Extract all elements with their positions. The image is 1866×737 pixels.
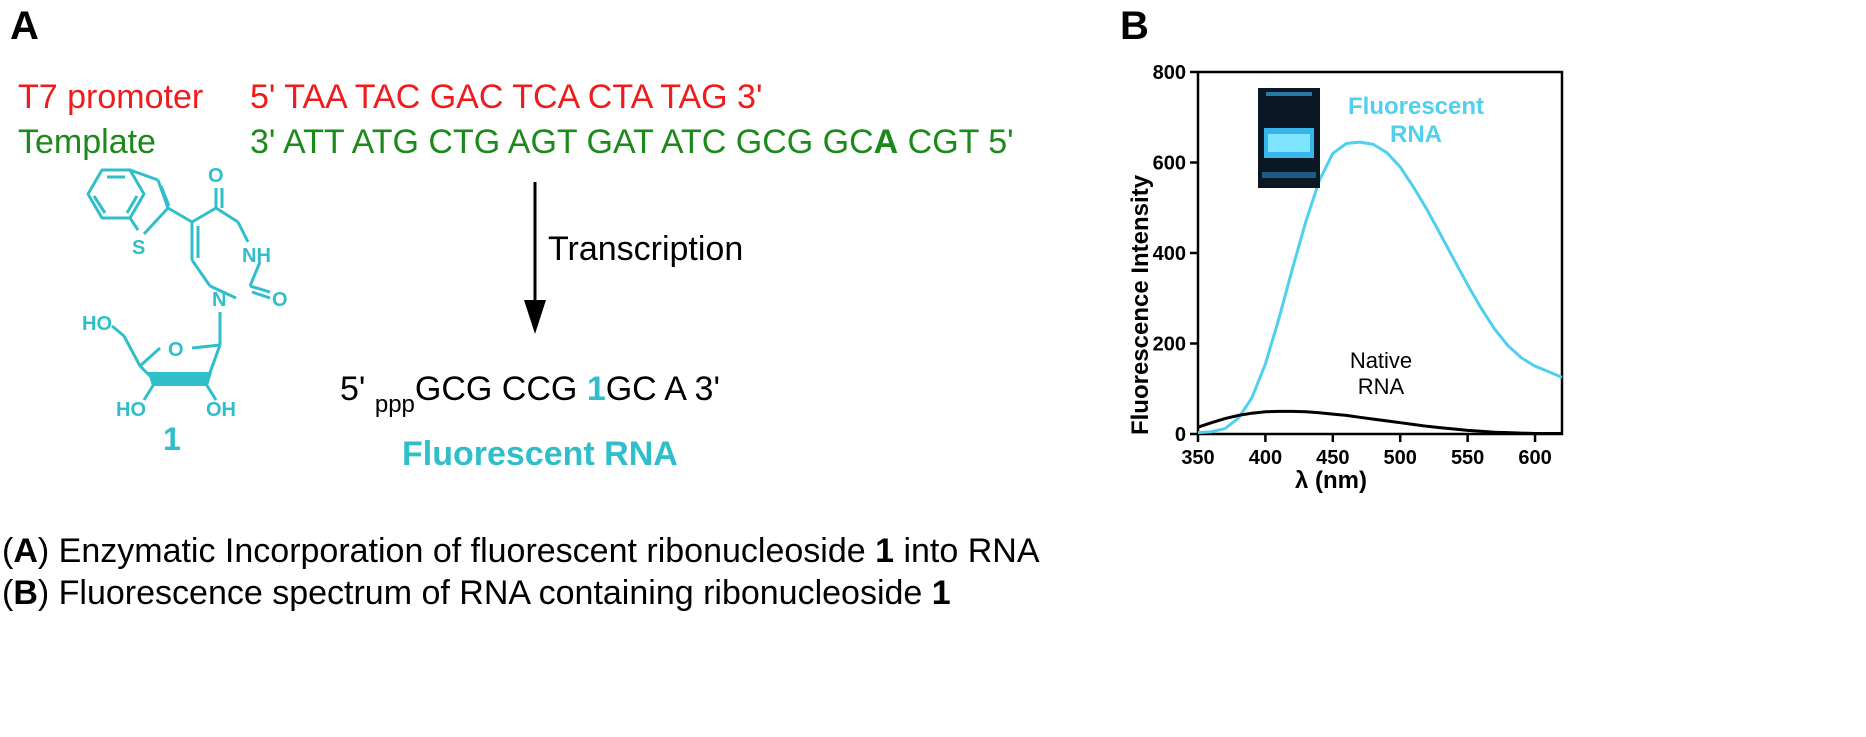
- caption-a-text: ) Enzymatic Incorporation of fluorescent…: [37, 532, 876, 570]
- product-pre: 5': [340, 370, 375, 408]
- x-tick-label: 550: [1451, 447, 1484, 469]
- y-tick-label: 800: [1153, 62, 1186, 84]
- caption-b: (B) Fluorescence spectrum of RNA contain…: [2, 574, 951, 613]
- y-tick-label: 0: [1175, 424, 1186, 446]
- atom-oh-bottom: OH: [206, 399, 236, 421]
- product-modified-base: 1: [586, 370, 606, 408]
- caption-b-compound: 1: [931, 574, 951, 612]
- atom-ho-ch2: HO: [82, 313, 112, 335]
- compound-number: 1: [163, 421, 181, 457]
- x-tick-label: 600: [1518, 447, 1551, 469]
- caption-a-letter: A: [13, 532, 38, 570]
- x-tick-label: 400: [1249, 447, 1282, 469]
- promoter-sequence: 5' TAA TAC GAC TCA CTA TAG 3': [250, 78, 763, 116]
- template-seq-pre: 3' ATT ATG CTG AGT GAT ATC GCG GC: [250, 123, 874, 161]
- panel-a-letter: A: [10, 4, 39, 48]
- caption-a-compound: 1: [875, 532, 895, 570]
- chart-series: [1197, 140, 1563, 435]
- caption-b-letter: B: [13, 574, 38, 612]
- atom-o-ring: O: [168, 339, 184, 361]
- product-sequence: 5' pppGCG CCG 1GC A 3': [340, 370, 720, 418]
- annotation-line1: Native: [1350, 348, 1412, 373]
- template-seq-post: CGT 5': [898, 123, 1014, 161]
- product-mid: GCG CCG: [414, 370, 587, 408]
- caption-b-open: (: [2, 574, 14, 612]
- y-axis-label: Fluorescence Intensity: [1127, 174, 1154, 435]
- x-axis-label: λ (nm): [1295, 467, 1367, 494]
- ribonucleoside-structure: O NH O N S HO O HO OH 1: [82, 165, 288, 457]
- product-caption: Fluorescent RNA: [402, 435, 678, 473]
- atom-ho-bottom: HO: [116, 399, 146, 421]
- chart-axes: 350 400 450 500 550 600 0 200 400 600 800: [1153, 62, 1564, 469]
- atom-s: S: [132, 237, 145, 259]
- caption-a: (A) Enzymatic Incorporation of fluoresce…: [2, 532, 1040, 571]
- series-line-native-rna: [1197, 409, 1562, 435]
- template-label: Template: [18, 123, 156, 161]
- fluorescence-spectrum-chart: Fluorescence Intensity λ (nm) 350 400 450 5…: [1127, 62, 1564, 494]
- atom-o-top: O: [208, 165, 224, 187]
- product-post: GC A 3': [605, 370, 720, 408]
- x-tick-label: 350: [1181, 447, 1214, 469]
- atom-n: N: [212, 289, 226, 311]
- template-seq-modified-base: A: [873, 123, 899, 161]
- x-tick-label: 500: [1384, 447, 1417, 469]
- annotation-line1: Fluorescent: [1348, 93, 1484, 120]
- caption-a-post: into RNA: [894, 532, 1040, 570]
- panel-b-letter: B: [1120, 4, 1149, 48]
- promoter-label: T7 promoter: [18, 78, 204, 116]
- y-tick-label: 400: [1153, 243, 1186, 265]
- y-tick-label: 600: [1153, 153, 1186, 175]
- caption-a-open: (: [2, 532, 14, 570]
- template-sequence: 3' ATT ATG CTG AGT GAT ATC GCG GCA CGT 5…: [250, 123, 1014, 162]
- y-tick-label: 200: [1153, 334, 1186, 356]
- annotation-line2: RNA: [1390, 121, 1442, 148]
- transcription-label: Transcription: [548, 230, 744, 268]
- atom-nh: NH: [242, 245, 271, 267]
- series-line-fluorescent-rna: [1197, 140, 1563, 435]
- caption-b-text: ) Fluorescence spectrum of RNA containin…: [37, 574, 932, 612]
- cuvette-photo-inset: [1258, 88, 1320, 188]
- product-triphosphate: ppp: [374, 391, 415, 418]
- annotation-line2: RNA: [1358, 374, 1405, 399]
- atom-o-right: O: [272, 289, 288, 311]
- transcription-arrow: [524, 182, 546, 334]
- x-tick-label: 450: [1316, 447, 1349, 469]
